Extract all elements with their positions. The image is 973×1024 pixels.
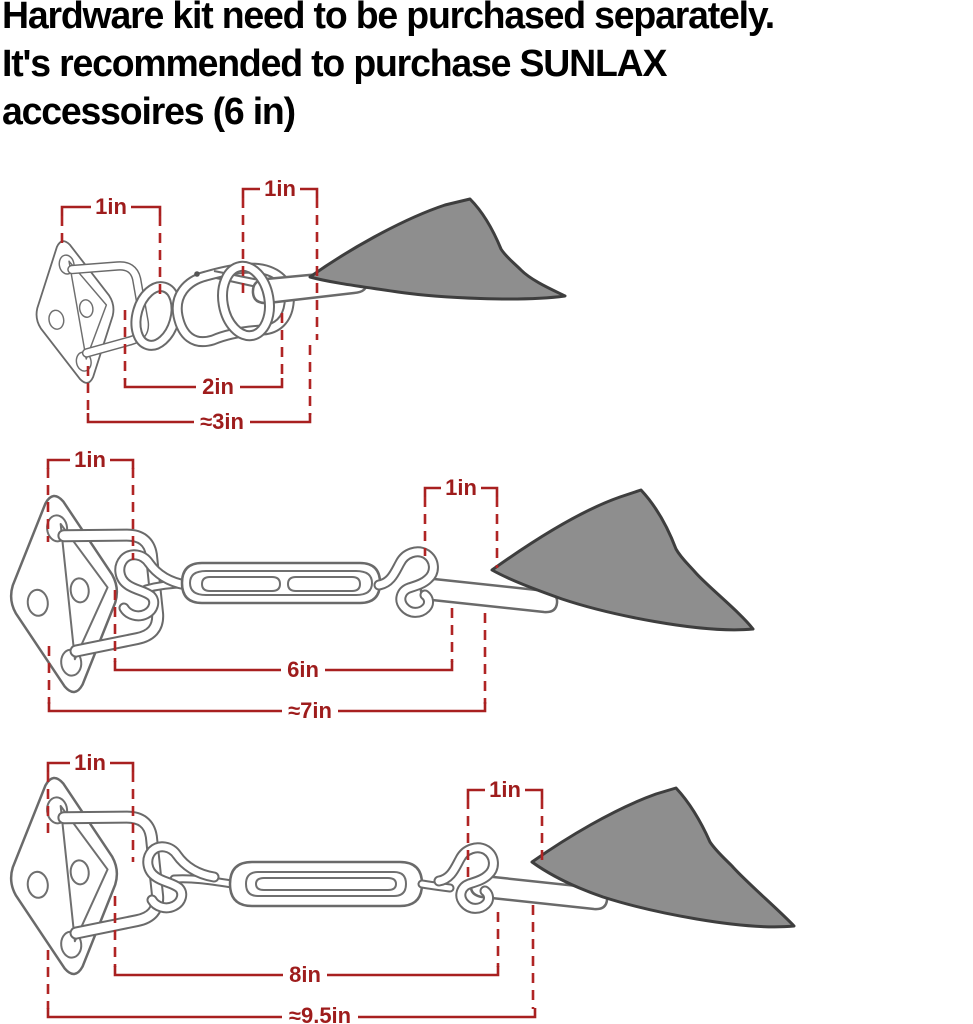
dim-label-pad-eye: 1in [95, 194, 127, 219]
shade-sail-corner [490, 488, 755, 632]
dim-label-pad-eye: 1in [74, 447, 106, 472]
dim-label-hardware-length: 6in [287, 657, 319, 682]
diagram-carabiner-assembly: 1in 1in 2in ≈3in [24, 176, 567, 434]
dim-label-hardware-length: 2in [202, 374, 234, 399]
heading-line-2: It's recommended to purchase SUNLAX [2, 43, 667, 85]
diagram-turnbuckle-8in: 1in 1in 8in ≈9.5in [1, 750, 796, 1024]
pad-eye-plate [1, 769, 165, 980]
turnbuckle-right-hook [439, 848, 493, 909]
dim-label-hardware-length: 8in [289, 962, 321, 987]
dim-label-corner-ring: 1in [445, 475, 477, 500]
turnbuckle-body [180, 561, 382, 605]
dim-label-pad-eye: 1in [74, 750, 106, 775]
dimensions-diagram-3: 1in 1in 8in ≈9.5in [46, 750, 544, 1024]
dim-label-total-length: ≈9.5in [289, 1003, 351, 1024]
dim-label-total-length: ≈3in [200, 409, 244, 434]
dimensions-diagram-1: 1in 1in 2in ≈3in [60, 176, 319, 434]
dim-label-corner-ring: 1in [489, 777, 521, 802]
dimensions-diagram-2: 1in 1in 6in ≈7in [46, 447, 499, 723]
turnbuckle-right-hook [379, 552, 433, 613]
diagram-turnbuckle-6in: 1in 1in 6in ≈7in [1, 447, 755, 723]
dim-label-corner-ring: 1in [264, 176, 296, 201]
hardware-diagrams: 1in 1in 2in ≈3in [0, 176, 796, 1024]
heading: Hardware kit need to be purchased separa… [2, 0, 972, 136]
carabiner-rivet [194, 271, 200, 277]
turnbuckle-body [228, 860, 424, 908]
dim-label-total-length: ≈7in [288, 698, 332, 723]
shade-sail-corner [308, 197, 567, 301]
shade-sail-corner [530, 786, 796, 929]
heading-line-3: accessoires (6 in) [2, 91, 296, 133]
heading-line-1: Hardware kit need to be purchased separa… [2, 0, 775, 37]
